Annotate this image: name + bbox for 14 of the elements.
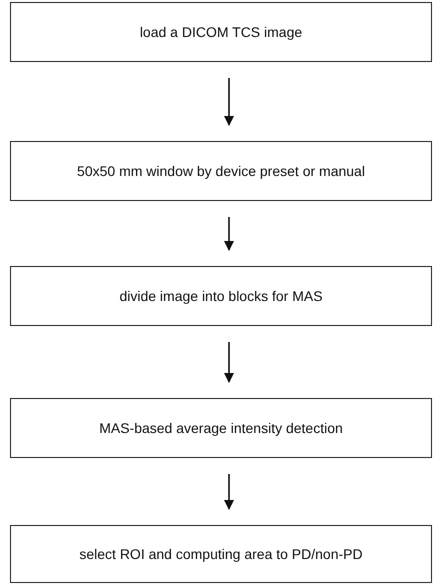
arrow	[224, 342, 234, 383]
process-box	[10, 398, 432, 458]
step-text: 50x50 mm window by device preset or manual	[77, 162, 365, 180]
arrow	[224, 217, 234, 251]
step-text: divide image into blocks for MAS	[119, 288, 323, 304]
arrow	[224, 474, 234, 510]
process-box	[10, 141, 432, 201]
step-text: select ROI and computing area to PD/non-PD	[79, 546, 363, 562]
step-text: MAS-based average intensity detection	[99, 420, 343, 436]
process-box	[10, 2, 432, 62]
step-text: load a DICOM TCS image	[140, 24, 302, 40]
arrow	[224, 78, 234, 126]
process-box	[10, 266, 432, 326]
process-box	[10, 525, 432, 583]
